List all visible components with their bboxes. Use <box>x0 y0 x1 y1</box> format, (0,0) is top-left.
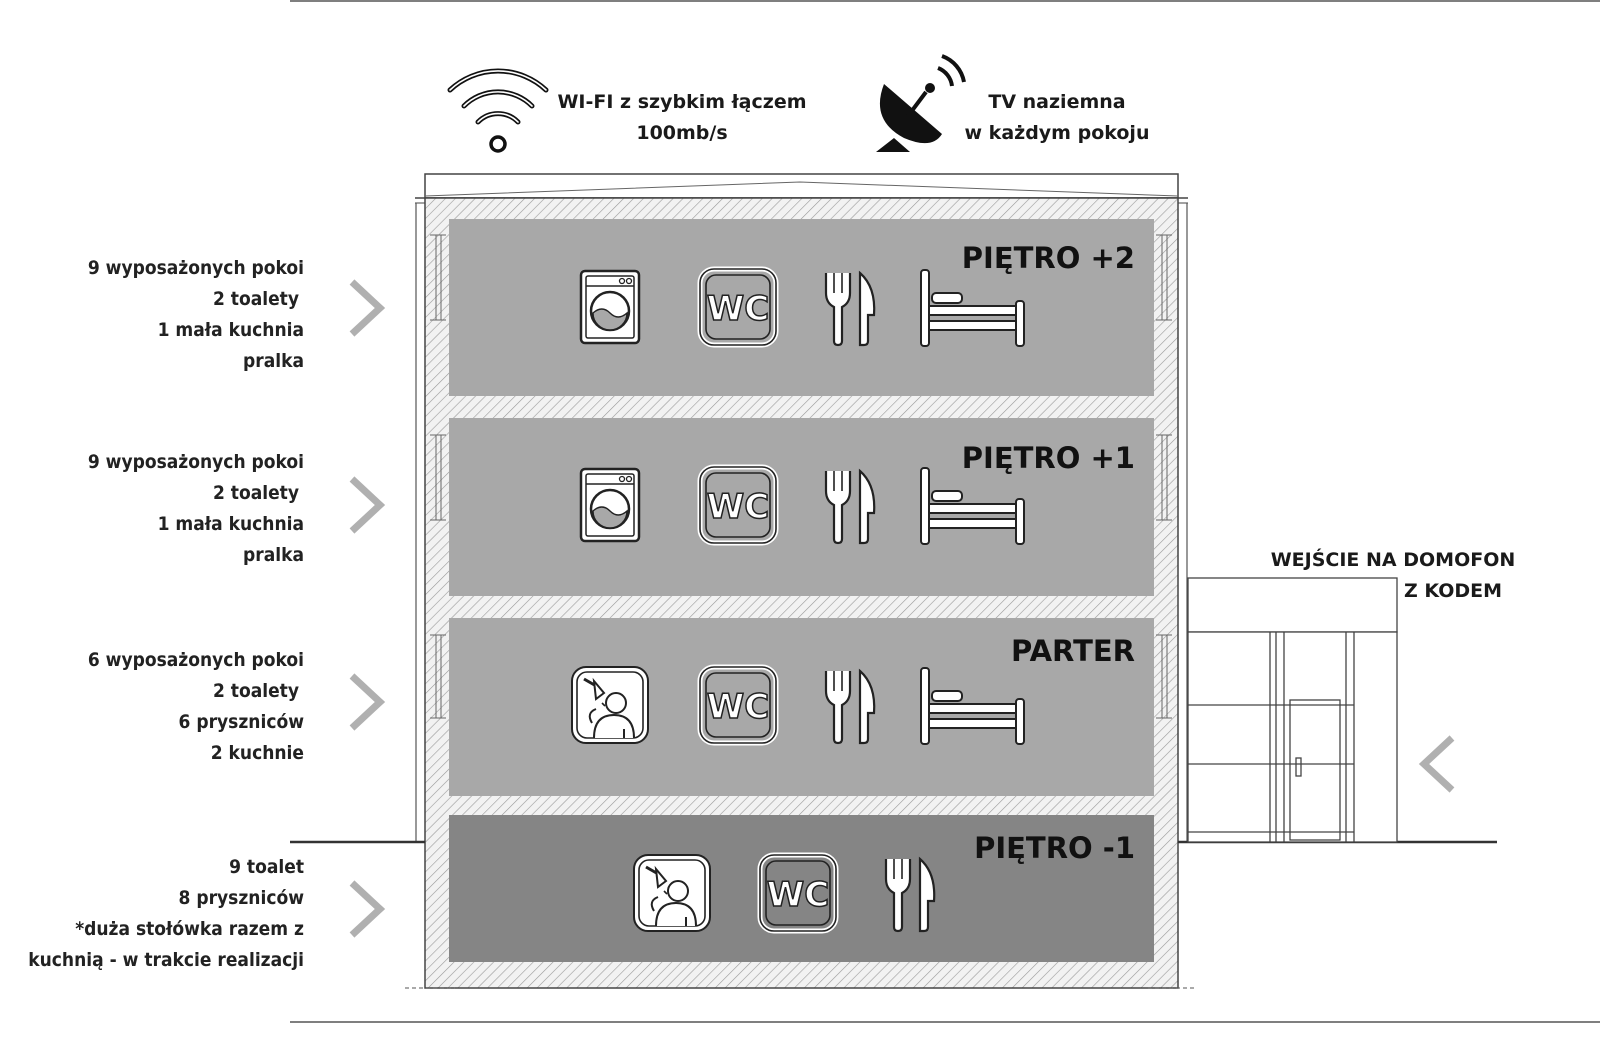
tv-text-line2: w każdym pokoju <box>965 122 1150 144</box>
svg-text:9 toalet: 9 toalet <box>229 856 304 878</box>
arrow-right-icon <box>352 282 380 334</box>
satellite-dish-icon <box>876 54 966 152</box>
tv-text-line1: TV naziemna <box>988 91 1125 113</box>
floor-info-p1: 9 wyposażonych pokoi 2 toalety 1 mała ku… <box>88 451 304 566</box>
svg-text:2 toalety: 2 toalety <box>213 288 299 310</box>
floor-label-p0: PARTER <box>1011 634 1135 668</box>
svg-text:6 pryszniców: 6 pryszniców <box>179 711 305 733</box>
arrow-right-icon <box>352 676 380 728</box>
washing-machine-icon <box>579 467 641 543</box>
svg-text:9 wyposażonych pokoi: 9 wyposażonych pokoi <box>88 451 304 473</box>
shower-icon <box>570 665 650 745</box>
svg-text:*duża stołówka razem z: *duża stołówka razem z <box>75 918 304 940</box>
floor-info-p2: 9 wyposażonych pokoi 2 toalety 1 mała ku… <box>88 257 304 372</box>
floor-info-p0: 6 wyposażonych pokoi 2 toalety 6 pryszni… <box>88 649 304 764</box>
building <box>290 173 1497 989</box>
washing-machine-icon <box>579 269 641 345</box>
wifi-text-line2: 100mb/s <box>636 122 727 144</box>
floor-p1-area <box>449 418 1154 596</box>
svg-text:8 pryszniców: 8 pryszniców <box>179 887 305 909</box>
floor-label-p1: PIĘTRO +1 <box>962 441 1135 475</box>
floor-p0-area <box>449 618 1154 796</box>
entrance-text-line1: WEJŚCIE NA DOMOFON <box>1271 547 1516 571</box>
svg-text:6 wyposażonych pokoi: 6 wyposażonych pokoi <box>88 649 304 671</box>
svg-text:1 mała kuchnia: 1 mała kuchnia <box>158 319 304 341</box>
svg-text:kuchnią - w trakcie realizacji: kuchnią - w trakcie realizacji <box>28 949 304 971</box>
svg-text:2 toalety: 2 toalety <box>213 680 299 702</box>
svg-text:1 mała kuchnia: 1 mała kuchnia <box>158 513 304 535</box>
floor-info-pm1: 9 toalet 8 pryszniców *duża stołówka raz… <box>28 856 304 971</box>
arrow-left-icon <box>1424 738 1452 790</box>
arrow-right-icon <box>352 479 380 531</box>
wifi-text-line1: WI-FI z szybkim łączem <box>557 91 806 113</box>
svg-text:9 wyposażonych pokoi: 9 wyposażonych pokoi <box>88 257 304 279</box>
floor-label-pm1: PIĘTRO -1 <box>974 831 1135 865</box>
svg-text:2 kuchnie: 2 kuchnie <box>211 742 304 764</box>
shower-icon <box>632 853 712 933</box>
floor-p2-area <box>449 219 1154 396</box>
entrance-text-line2: Z KODEM <box>1404 580 1502 602</box>
svg-text:pralka: pralka <box>243 350 304 372</box>
svg-text:pralka: pralka <box>243 544 304 566</box>
entrance-annex <box>1187 577 1398 843</box>
svg-text:2 toalety: 2 toalety <box>213 482 299 504</box>
floor-label-p2: PIĘTRO +2 <box>962 241 1135 275</box>
wifi-icon <box>447 68 549 153</box>
arrow-right-icon <box>352 883 380 935</box>
